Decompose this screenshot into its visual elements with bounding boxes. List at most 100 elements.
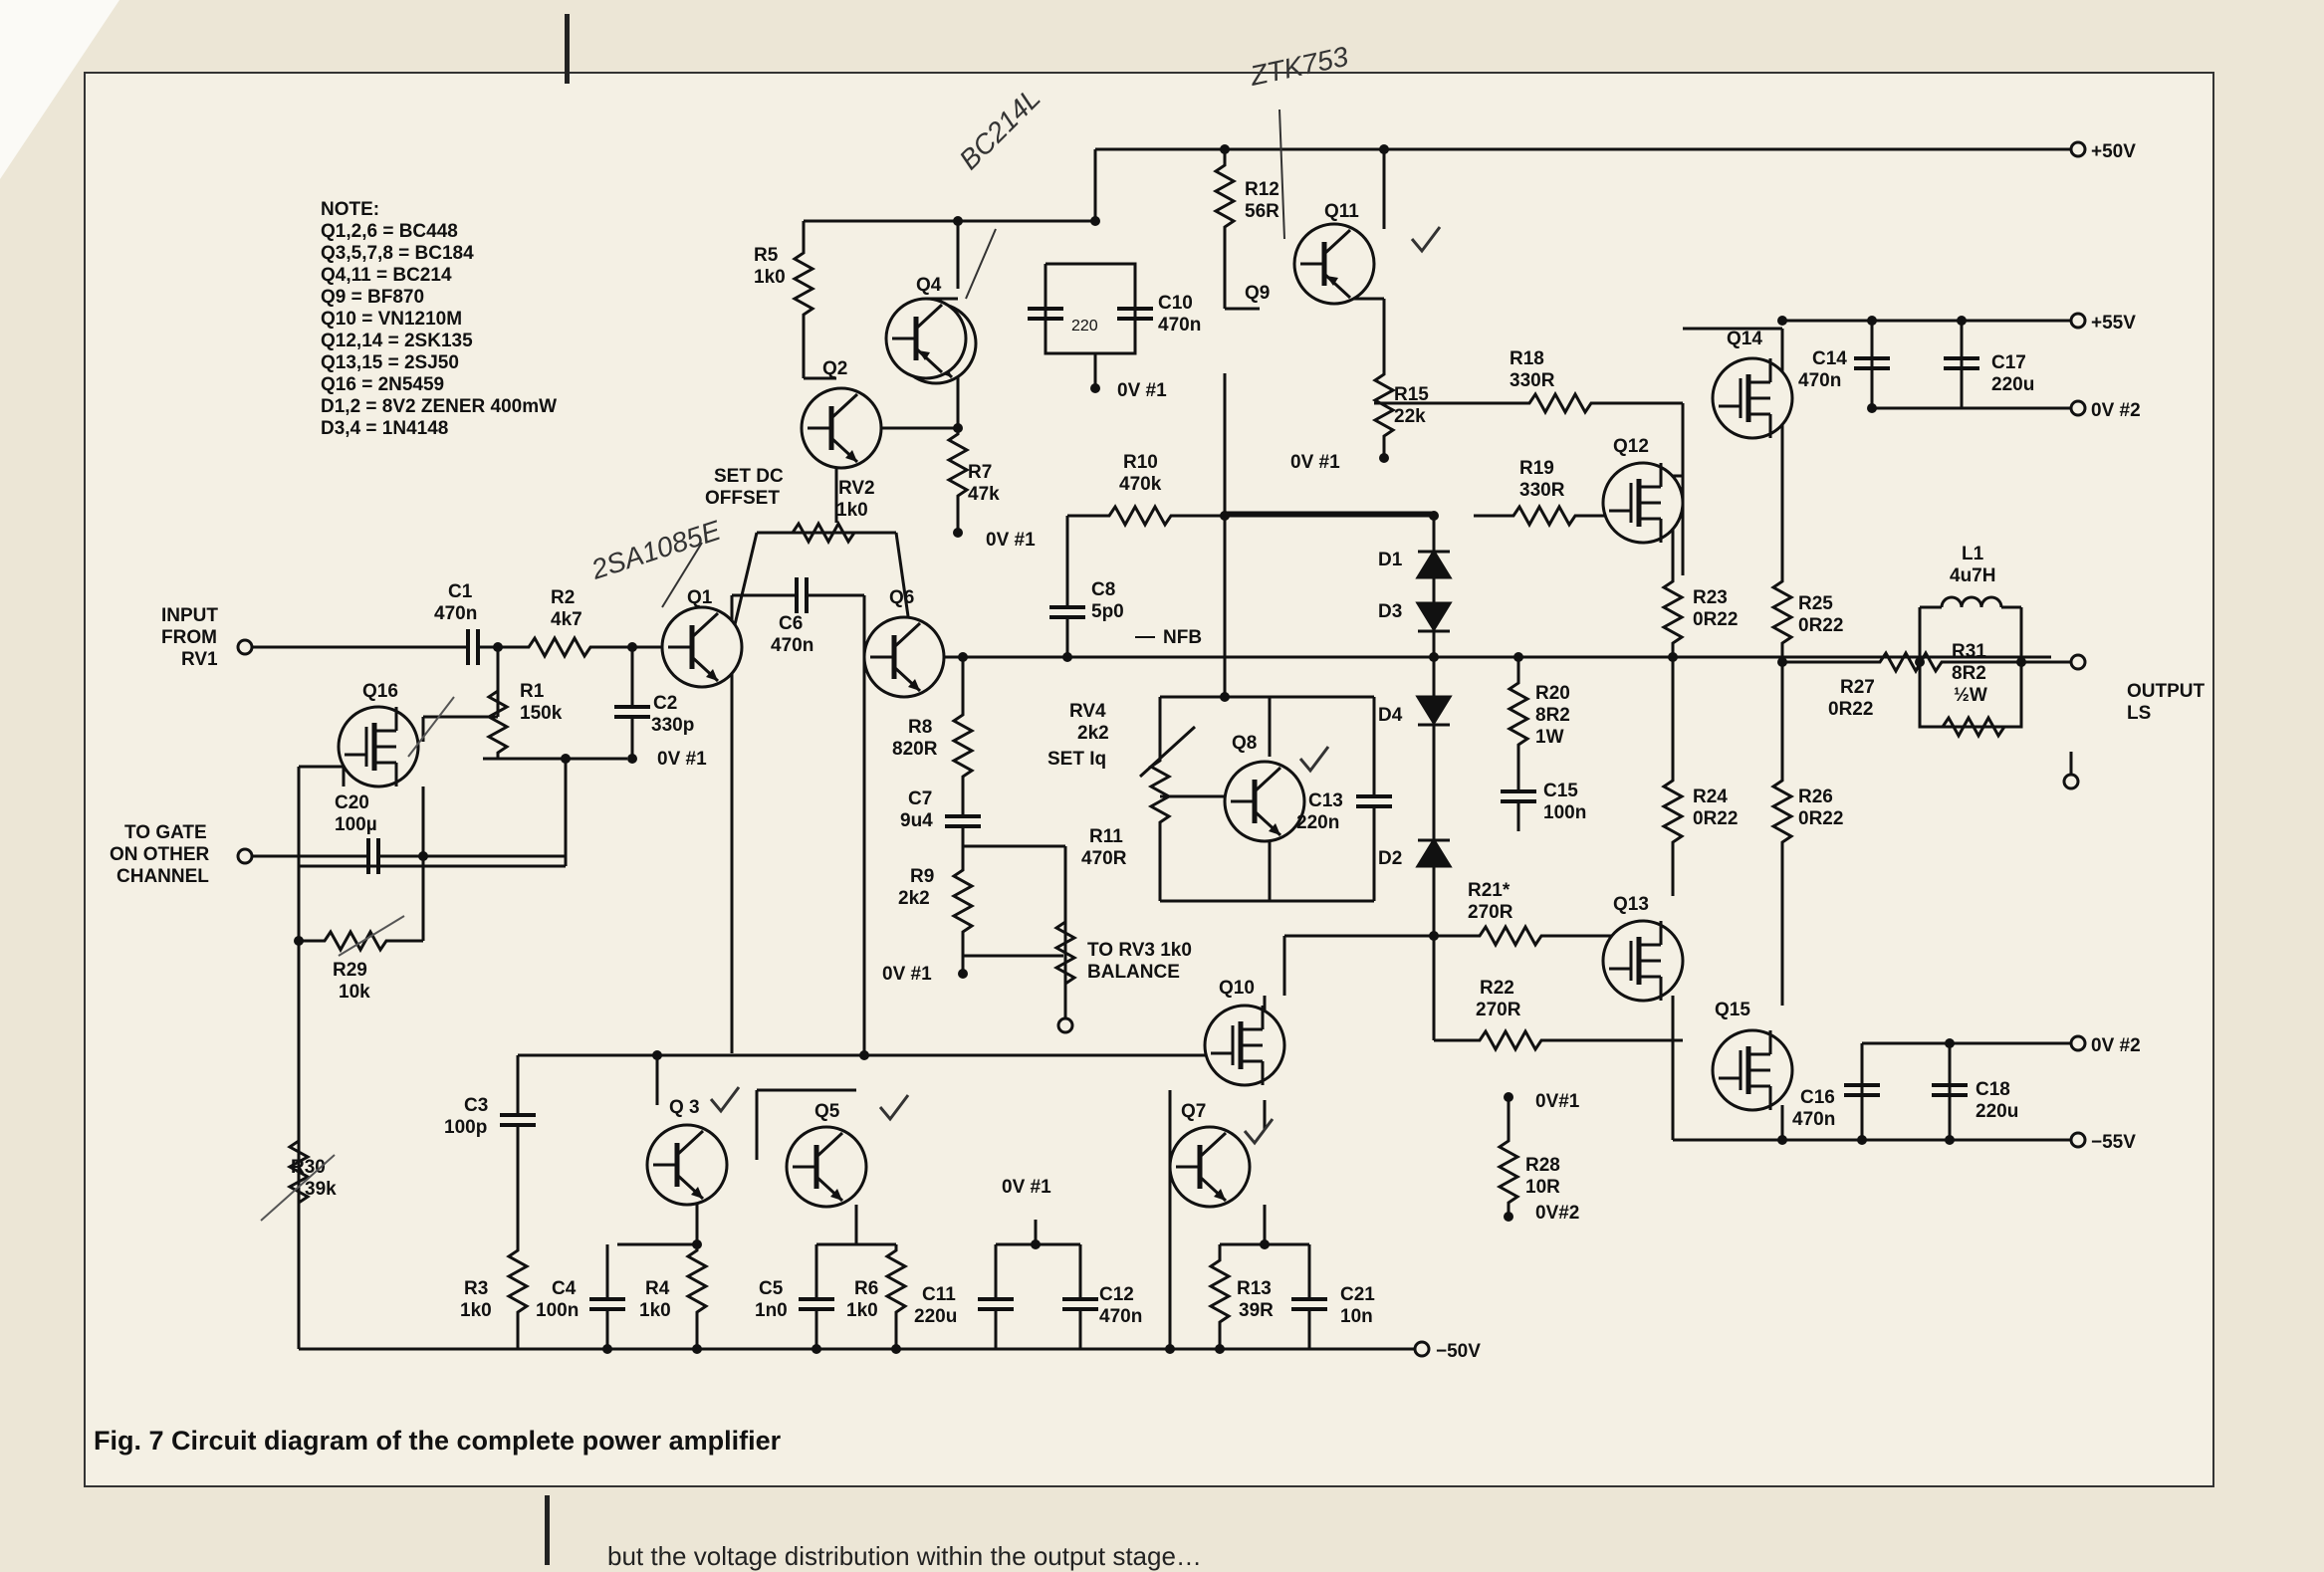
q3-transistor (647, 1125, 727, 1205)
c16-label: C16 (1800, 1087, 1835, 1108)
gate-label-3: CHANNEL (116, 866, 209, 887)
c6-label: C6 (779, 613, 803, 634)
set-iq-label: SET Iq (1047, 749, 1106, 770)
input-label-1: INPUT (161, 605, 218, 626)
rail-plus55-label: +55V (2091, 313, 2136, 334)
r19-resistor (1506, 505, 1583, 527)
c12-label: C12 (1099, 1284, 1134, 1305)
c3-label: C3 (464, 1095, 488, 1116)
r28-label: R28 (1525, 1155, 1560, 1176)
d4-label: D4 (1378, 705, 1403, 726)
fold-mark-top (565, 14, 570, 84)
c8-label: C8 (1091, 579, 1115, 600)
r3-resistor (507, 1242, 529, 1320)
r9-label: R9 (910, 866, 934, 887)
r11-value: 470R (1081, 848, 1127, 869)
q14-label: Q14 (1727, 329, 1762, 349)
q12-label: Q12 (1613, 436, 1649, 457)
r20-resistor (1508, 675, 1529, 753)
c18-value: 220u (1975, 1101, 2018, 1122)
gate-label-2: ON OTHER (110, 844, 210, 865)
r24-resistor (1662, 773, 1684, 850)
c2-label: C2 (653, 693, 677, 714)
r27-label: R27 (1840, 677, 1875, 698)
q16-jfet (339, 707, 418, 786)
r28-value: 10R (1525, 1177, 1560, 1198)
fold-mark-bottom (545, 1495, 550, 1565)
c3-capacitor (498, 1093, 538, 1147)
r6-label: R6 (854, 1278, 878, 1299)
q7-transistor (1170, 1127, 1250, 1207)
c8-value: 5p0 (1091, 601, 1124, 622)
r2-label: R2 (551, 587, 575, 608)
r10-value: 470k (1119, 474, 1162, 495)
r31-rating: ½W (1954, 685, 1987, 706)
gate-label-1: TO GATE (124, 822, 207, 843)
r4-value: 1k0 (639, 1300, 671, 1321)
r25-resistor (1771, 573, 1793, 651)
d2-zener-diode (1415, 837, 1453, 868)
c10-value: 470n (1158, 315, 1201, 336)
c21-label: C21 (1340, 1284, 1375, 1305)
output-label-1: OUTPUT (2127, 681, 2206, 702)
c21-capacitor (1289, 1277, 1329, 1331)
r19-value: 330R (1519, 480, 1565, 501)
components (288, 157, 2012, 1331)
ground-r9-label: 0V #1 (882, 964, 932, 985)
r9-value: 2k2 (898, 888, 930, 909)
c13-value: 220n (1296, 812, 1339, 833)
rail-ov2-bottom-label: 0V #2 (2091, 1035, 2141, 1056)
c15-value: 100n (1543, 802, 1586, 823)
c4-label: C4 (552, 1278, 577, 1299)
c6-value: 470n (771, 635, 813, 656)
c14-label: C14 (1812, 348, 1847, 369)
l1-inductor (1940, 595, 2003, 608)
r10-label: R10 (1123, 452, 1158, 473)
c17-value: 220u (1991, 374, 2034, 395)
r7-resistor (947, 426, 969, 504)
handwritten-q1-note: 2SA1085E (586, 515, 724, 585)
ground-r28-bottom-label: 0V#2 (1535, 1203, 1579, 1224)
q6-label: Q6 (889, 587, 914, 608)
r30-label: R30 (291, 1157, 326, 1178)
r25-label: R25 (1798, 593, 1833, 614)
r18-resistor (1521, 392, 1599, 414)
q5-label: Q5 (814, 1101, 840, 1122)
q15-mosfet (1713, 1030, 1792, 1110)
d4-diode (1415, 695, 1453, 727)
note-line: D3,4 = 1N4148 (321, 418, 449, 439)
c4-capacitor (587, 1277, 627, 1331)
input-label-2: FROM (161, 627, 217, 648)
c11-capacitor (976, 1277, 1016, 1331)
r23-label: R23 (1693, 587, 1728, 608)
rv4-wiper (1138, 725, 1197, 779)
q2-transistor (802, 388, 881, 468)
q7-label: Q7 (1181, 1101, 1206, 1122)
c20-capacitor (347, 836, 400, 876)
c10-label: C10 (1158, 293, 1193, 314)
q1-transistor (662, 607, 742, 687)
q16-label: Q16 (362, 681, 398, 702)
r1-value: 150k (520, 703, 563, 724)
r5-resistor (793, 245, 814, 323)
d1-zener-diode (1415, 549, 1453, 579)
q11-transistor (1294, 224, 1374, 304)
r9-resistor (952, 862, 974, 940)
rail-ov2-top-label: 0V #2 (2091, 400, 2141, 421)
q15-label: Q15 (1715, 1000, 1750, 1020)
c220-value: 220 (1071, 318, 1098, 335)
c12-capacitor (1060, 1277, 1100, 1331)
c3-value: 100p (444, 1117, 487, 1138)
q13-label: Q13 (1613, 894, 1649, 915)
c20-value: 100µ (335, 814, 377, 835)
note-line: Q13,15 = 2SJ50 (321, 352, 459, 373)
c13-capacitor (1354, 775, 1394, 828)
c11-value: 220u (914, 1306, 957, 1327)
c1-value: 470n (434, 603, 477, 624)
c21-value: 10n (1340, 1306, 1373, 1327)
balance-label-2: BALANCE (1087, 962, 1180, 983)
r22-value: 270R (1476, 1000, 1521, 1020)
c18-label: C18 (1975, 1079, 2010, 1100)
r12-resistor (1214, 157, 1236, 235)
